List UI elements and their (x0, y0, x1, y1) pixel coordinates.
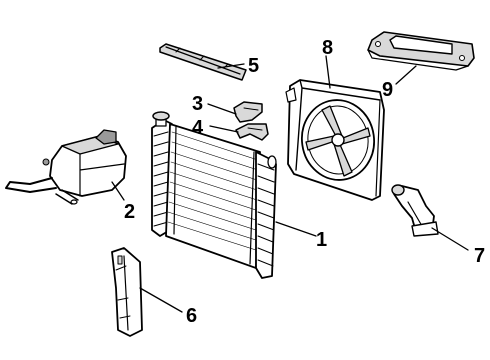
callout-4: 4 (192, 117, 204, 139)
leader-1 (275, 221, 317, 237)
leader-4 (209, 125, 239, 133)
part-side-baffle (111, 247, 143, 337)
part-inlet-housing (391, 184, 439, 237)
callout-1: 1 (316, 229, 327, 251)
part-radiator (151, 111, 277, 279)
callout-6: 6 (186, 305, 197, 327)
callout-7: 7 (474, 245, 485, 267)
part-support-bracket (367, 31, 475, 71)
leader-8 (325, 55, 331, 89)
part-lower-bracket (235, 123, 269, 141)
callout-3: 3 (192, 93, 203, 115)
part-coolant-reservoir (5, 129, 127, 205)
leader-9 (395, 65, 417, 85)
callout-2: 2 (124, 201, 135, 223)
part-fan-shroud (285, 79, 385, 201)
leader-7 (431, 227, 469, 251)
leader-6 (139, 287, 183, 313)
leader-lines (111, 55, 469, 313)
callout-5: 5 (248, 55, 259, 77)
part-upper-bracket (233, 101, 263, 123)
leader-2 (111, 181, 125, 201)
part-top-seal (159, 43, 247, 81)
callout-9: 9 (382, 79, 393, 101)
leader-5 (217, 63, 245, 69)
callout-8: 8 (322, 37, 333, 59)
leader-3 (207, 103, 237, 115)
